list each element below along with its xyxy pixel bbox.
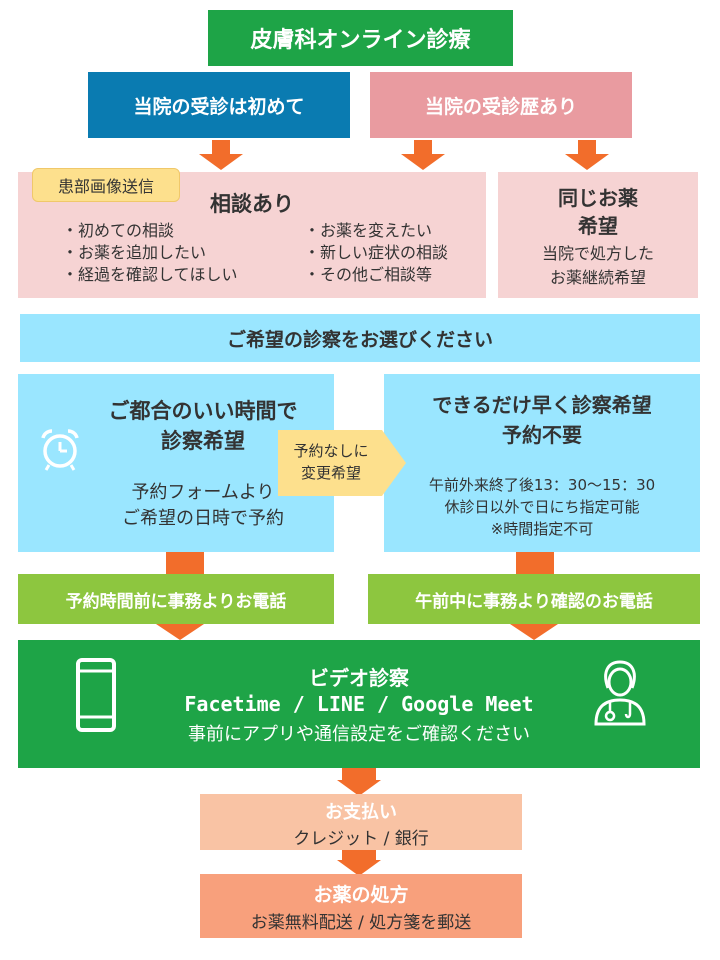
first-visit-label: 当院の受診は初めて: [133, 95, 305, 118]
asap-call-box: 午前中に事務より確認のお電話: [368, 574, 700, 624]
asap-title-line: できるだけ早く診察希望: [432, 393, 652, 417]
prescription-title: お薬の処方: [313, 884, 409, 906]
reserved-visit-desc: 予約フォームより ご希望の日時で予約: [72, 480, 334, 532]
arrow-stem: [212, 140, 230, 154]
doctor-icon: [594, 660, 646, 726]
same-medicine-box: 同じお薬 希望 当院で処方した お薬継続希望: [498, 172, 698, 298]
asap-visit-title: できるだけ早く診察希望 予約不要: [384, 390, 700, 450]
list-item: ・経過を確認してほしい: [62, 265, 238, 284]
asap-visit-desc: 午前外来終了後13：30〜15：30 休診日以外で日にち指定可能 ※時間指定不可: [384, 474, 700, 540]
reserved-desc-line: 予約フォームより: [131, 482, 275, 503]
video-title: ビデオ診察: [309, 666, 409, 690]
asap-desc-line: 午前外来終了後13：30〜15：30: [428, 476, 656, 494]
reserved-call-label: 予約時間前に事務よりお電話: [65, 591, 287, 612]
first-visit-box: 当院の受診は初めて: [88, 72, 350, 138]
arrow-down-icon: [199, 154, 243, 170]
video-apps: Facetime / LINE / Google Meet: [184, 692, 534, 716]
image-upload-tag: 患部画像送信: [32, 168, 180, 202]
payment-methods: クレジット / 銀行: [293, 829, 429, 849]
arrow-down-icon: [156, 624, 204, 640]
change-without-reservation-callout: 予約なしに 変更希望: [278, 430, 406, 496]
payment-title: お支払い: [325, 802, 397, 823]
change-note-line: 予約なしに: [293, 442, 369, 460]
reserved-title-line: ご都合のいい時間で: [108, 399, 298, 423]
same-medicine-title: 同じお薬 希望: [498, 184, 698, 240]
video-consultation-box: ビデオ診察 Facetime / LINE / Google Meet 事前にア…: [18, 640, 700, 768]
returning-visit-box: 当院の受診歴あり: [370, 72, 632, 138]
asap-desc-line: 休診日以外で日にち指定可能: [444, 498, 640, 516]
change-note-line: 変更希望: [300, 464, 361, 482]
consultation-list-left: ・初めての相談 ・お薬を追加したい ・経過を確認してほしい: [62, 220, 238, 286]
right-arrow-shape: [278, 430, 406, 496]
reserved-desc-line: ご希望の日時で予約: [122, 508, 284, 529]
arrow-down-icon: [337, 780, 381, 796]
smartphone-icon: [76, 658, 116, 732]
list-item: ・初めての相談: [62, 221, 175, 240]
arrow-stem: [342, 768, 376, 780]
same-medicine-desc-line: お薬継続希望: [549, 268, 646, 287]
video-note: 事前にアプリや通信設定をご確認ください: [188, 724, 530, 745]
returning-visit-label: 当院の受診歴あり: [424, 95, 577, 118]
arrow-down-icon: [337, 860, 381, 876]
consultation-list-right: ・お薬を変えたい ・新しい症状の相談 ・その他ご相談等: [304, 220, 448, 286]
list-item: ・その他ご相談等: [304, 265, 433, 284]
asap-call-label: 午前中に事務より確認のお電話: [415, 591, 653, 612]
asap-title-line: 予約不要: [502, 423, 582, 447]
reserved-visit-title: ご都合のいい時間で 診察希望: [72, 396, 334, 456]
consultation-title: 相談あり: [210, 192, 294, 216]
arrow-down-icon: [565, 154, 609, 170]
arrow-down-icon: [510, 624, 558, 640]
page-title: 皮膚科オンライン診療: [208, 10, 513, 66]
choose-banner: ご希望の診察をお選びください: [20, 314, 700, 362]
prescription-desc: お薬無料配送 / 処方箋を郵送: [250, 913, 472, 933]
asap-desc-line: ※時間指定不可: [490, 520, 594, 538]
arrow-stem: [578, 140, 596, 154]
asap-visit-panel: できるだけ早く診察希望 予約不要 午前外来終了後13：30〜15：30 休診日以…: [384, 374, 700, 552]
same-medicine-desc-line: 当院で処方した: [541, 244, 654, 263]
choose-banner-text: ご希望の診察をお選びください: [226, 328, 493, 351]
arrow-stem: [342, 850, 376, 860]
list-item: ・新しい症状の相談: [304, 243, 449, 262]
prescription-box: お薬の処方 お薬無料配送 / 処方箋を郵送: [200, 874, 522, 938]
arrow-stem: [414, 140, 432, 154]
same-medicine-title-line: 同じお薬: [558, 186, 638, 210]
list-item: ・お薬を追加したい: [62, 243, 207, 262]
same-medicine-title-line: 希望: [578, 214, 618, 238]
reserved-call-box: 予約時間前に事務よりお電話: [18, 574, 334, 624]
consultation-box: 患部画像送信 相談あり ・初めての相談 ・お薬を追加したい ・経過を確認してほし…: [18, 168, 486, 298]
change-note-text: 予約なしに 変更希望: [284, 440, 378, 484]
payment-box: お支払い クレジット / 銀行: [200, 794, 522, 850]
reserved-title-line: 診察希望: [161, 429, 245, 453]
connector-stem: [166, 552, 204, 574]
page-title-text: 皮膚科オンライン診療: [250, 28, 471, 53]
connector-stem: [516, 552, 554, 574]
same-medicine-desc: 当院で処方した お薬継続希望: [498, 242, 698, 290]
arrow-down-icon: [401, 154, 445, 170]
list-item: ・お薬を変えたい: [304, 221, 433, 240]
alarm-clock-icon: [41, 429, 79, 471]
